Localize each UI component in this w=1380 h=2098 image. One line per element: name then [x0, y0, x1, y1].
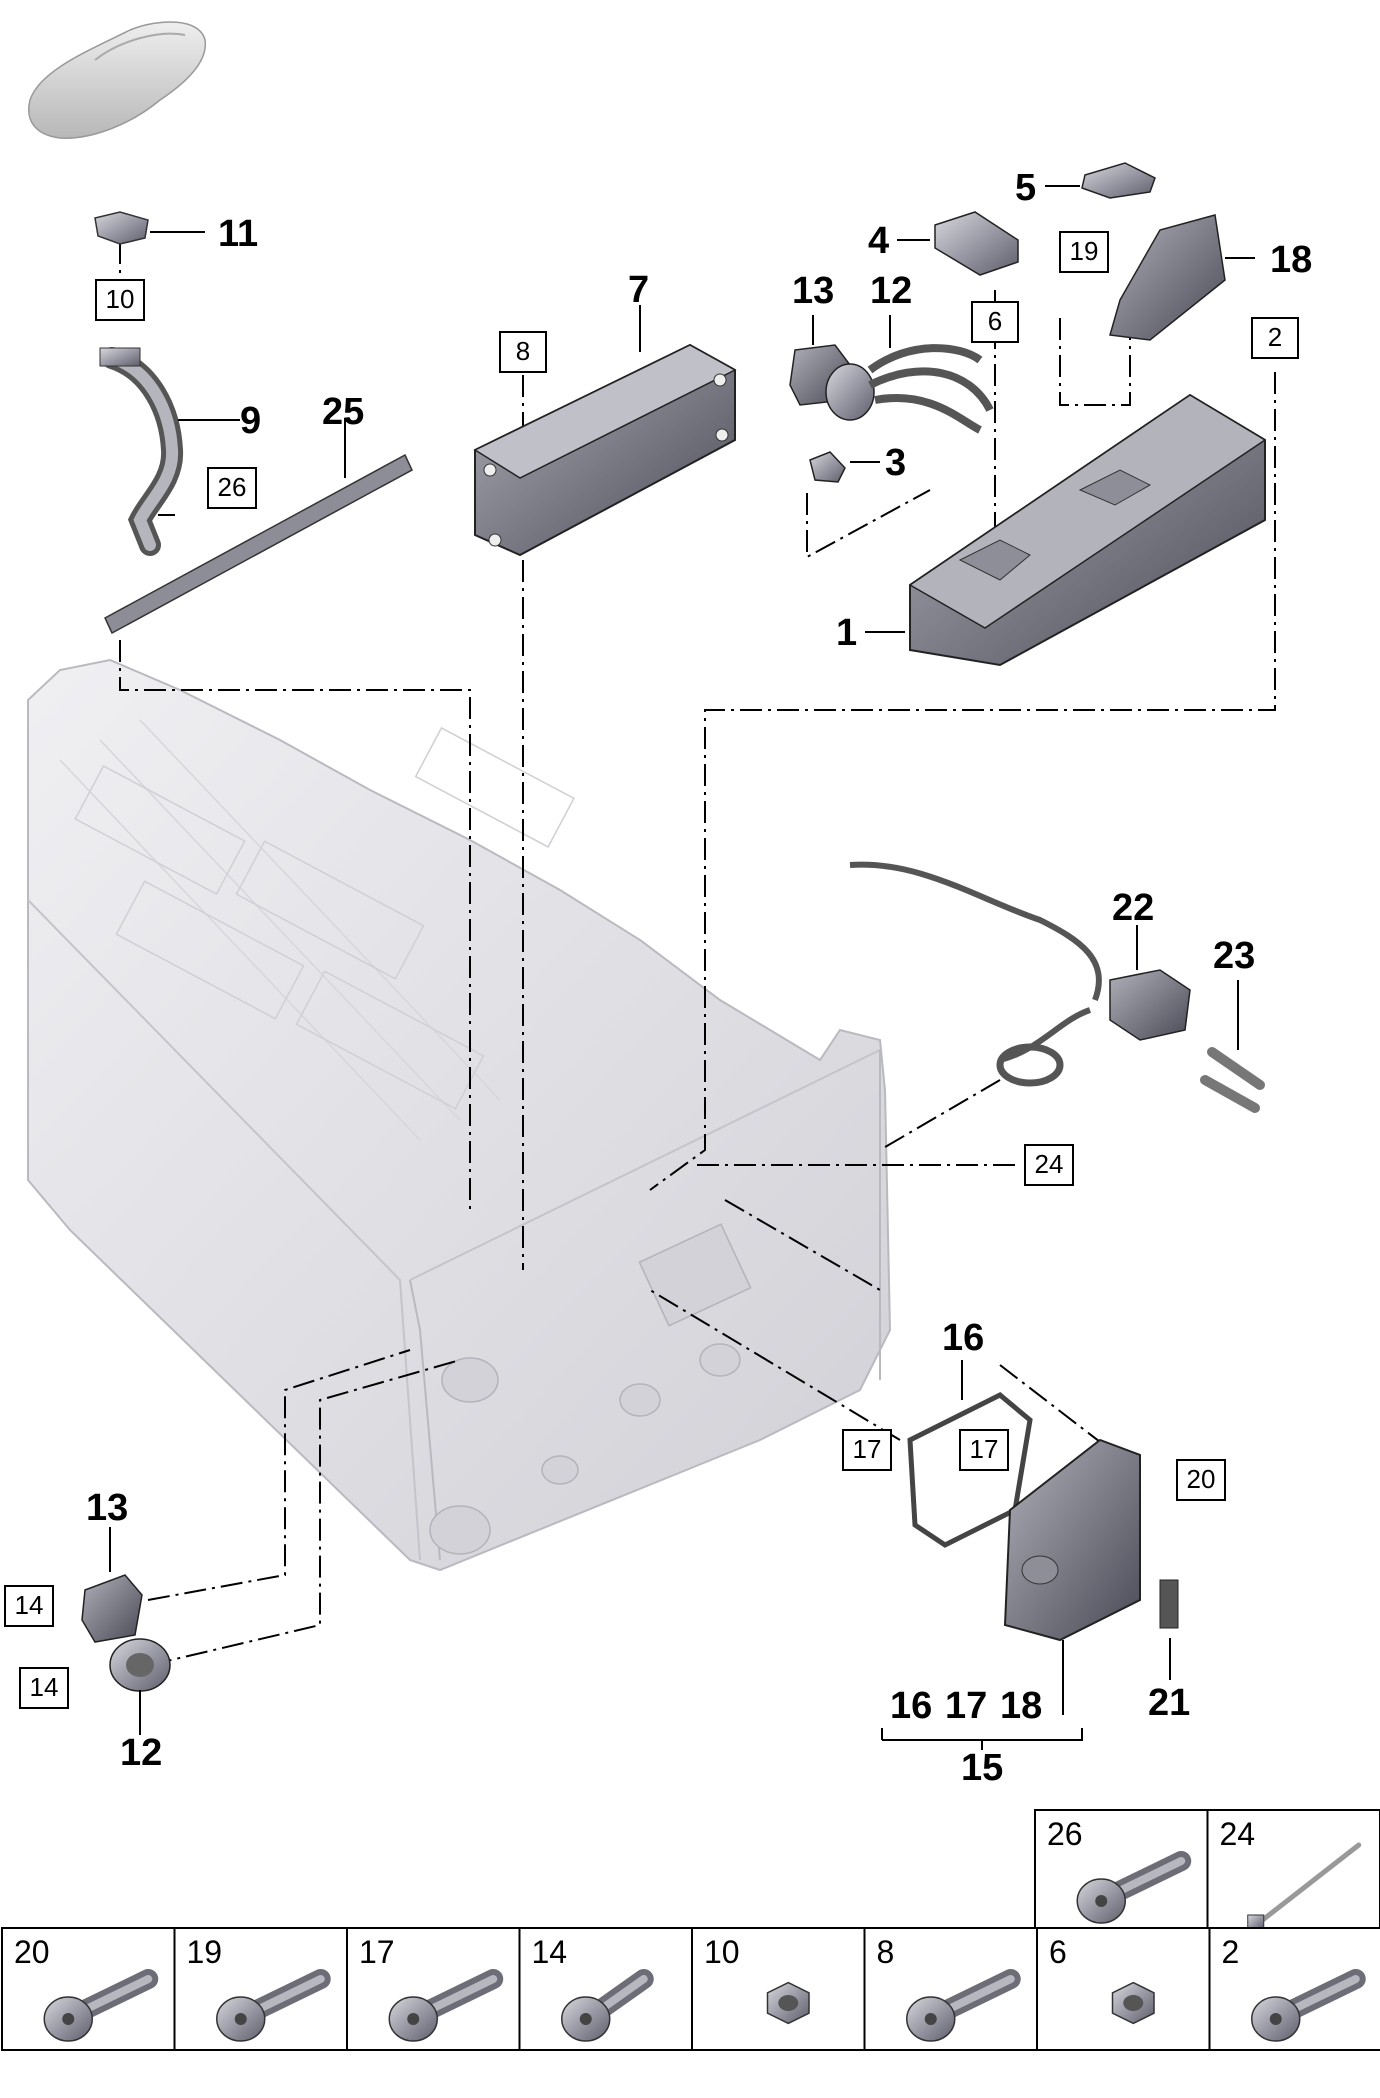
hardware-table: 26 24 20 19 17 14 10 8 6 2: [2, 1810, 1380, 2050]
callout-18: 18: [1270, 239, 1312, 281]
callout-13-lower: 13: [86, 1487, 128, 1529]
hardware-cell-label: 14: [532, 1934, 568, 1970]
callout-9: 9: [240, 400, 261, 442]
hardware-cell-bottom: 10: [692, 1928, 865, 2050]
hardware-cell-label: 8: [877, 1934, 895, 1970]
part-12-harness-icon: [826, 348, 990, 430]
box-24: 24: [1035, 1149, 1064, 1179]
part-23-clip-icon: [1205, 1052, 1260, 1108]
part-18-bracket-icon: [1110, 215, 1225, 340]
hardware-cell-bottom: 8: [865, 1928, 1038, 2050]
callout-11: 11: [218, 213, 258, 255]
hardware-cell-bottom: 17: [347, 1928, 520, 2050]
box-2: 2: [1268, 322, 1282, 352]
hardware-cell-label: 26: [1047, 1816, 1083, 1852]
part-15-cover-icon: [1005, 1440, 1140, 1640]
box-14-upper: 14: [15, 1590, 44, 1620]
box-10: 10: [106, 284, 135, 314]
callout-7: 7: [628, 269, 649, 311]
callout-4: 4: [868, 220, 889, 262]
part-7-control-unit-icon: [475, 345, 735, 555]
hardware-cell-label: 2: [1222, 1934, 1240, 1970]
callout-21: 21: [1148, 1682, 1190, 1724]
part-5-clip-icon: [1082, 163, 1155, 198]
hardware-cell-bottom: 20: [2, 1928, 175, 2050]
hardware-cell-label: 10: [704, 1934, 740, 1970]
hardware-cell-label: 6: [1049, 1934, 1067, 1970]
box-20: 20: [1187, 1464, 1216, 1494]
group-callout-17: 17: [945, 1685, 987, 1727]
hardware-cell-bottom: 19: [175, 1928, 348, 2050]
group-callout-18: 18: [1000, 1685, 1042, 1727]
box-8: 8: [516, 336, 530, 366]
callout-12-lower: 12: [120, 1732, 162, 1774]
part-21-label-icon: [1160, 1580, 1178, 1628]
hardware-cell-bottom: 14: [520, 1928, 693, 2050]
hardware-cell-label: 19: [187, 1934, 223, 1970]
hardware-cell-top: 26: [1035, 1810, 1208, 1928]
callout-22: 22: [1112, 887, 1154, 929]
box-6: 6: [988, 306, 1002, 336]
part-1-module-icon: [910, 395, 1265, 665]
hardware-cell-top: 24: [1208, 1810, 1380, 1929]
callout-5: 5: [1015, 167, 1036, 209]
part-11-icon: [95, 212, 148, 244]
group-callout-16: 16: [890, 1685, 932, 1727]
hardware-cell-bottom: 2: [1210, 1928, 1380, 2050]
callout-15: 15: [961, 1747, 1003, 1789]
box-14-lower: 14: [30, 1672, 59, 1702]
box-19: 19: [1070, 236, 1099, 266]
battery-housing: [28, 660, 890, 1570]
part-3-clip-icon: [810, 452, 845, 482]
part-13-lower-connector-icon: [82, 1575, 142, 1642]
hardware-cell-bottom: 6: [1037, 1928, 1210, 2050]
callout-1: 1: [836, 612, 857, 654]
callout-16: 16: [942, 1317, 984, 1359]
callout-13-upper: 13: [792, 270, 834, 312]
callout-12-upper: 12: [870, 270, 912, 312]
vehicle-thumbnail-icon: [29, 22, 206, 138]
hardware-cell-label: 17: [359, 1934, 395, 1970]
part-12-lower-connector-icon: [110, 1639, 170, 1691]
part-4-bracket-icon: [935, 212, 1018, 275]
hardware-cell-label: 20: [14, 1934, 50, 1970]
hardware-cell-label: 24: [1220, 1816, 1256, 1852]
box-17-right: 17: [970, 1434, 999, 1464]
callout-25: 25: [322, 391, 364, 433]
box-26: 26: [218, 472, 247, 502]
callout-3: 3: [885, 442, 906, 484]
callout-23: 23: [1213, 935, 1255, 977]
box-17-left: 17: [853, 1434, 882, 1464]
